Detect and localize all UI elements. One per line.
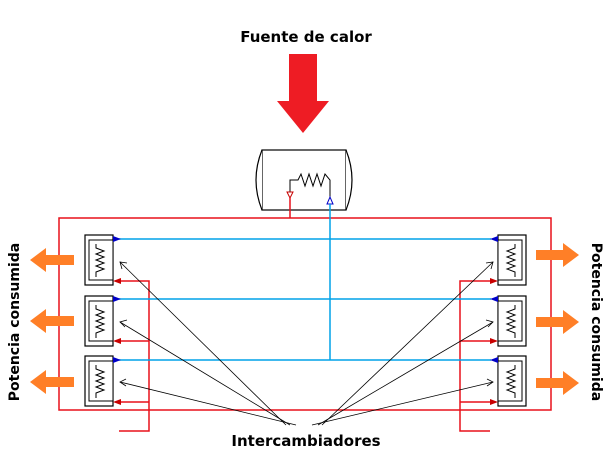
power-consumed-label-left: Potencia consumida [7, 243, 23, 402]
heat-input-arrow [277, 54, 329, 133]
exchanger-right-2 [490, 295, 527, 347]
power-output-arrows-right [536, 243, 579, 395]
power-consumed-label-right: Potencia consumida [588, 243, 604, 402]
exchanger-right-1 [490, 234, 527, 286]
exchanger-right-3 [490, 355, 527, 407]
exchanger-left-3 [84, 355, 121, 407]
exchanger-left-2 [84, 295, 121, 347]
exchanger-pointer-heads [119, 261, 494, 387]
return-circuit [58, 217, 552, 432]
supply-lines [119, 204, 491, 361]
exchanger-left-1 [84, 234, 121, 286]
exchanger-pointers [119, 261, 494, 426]
power-output-arrows-left [30, 248, 74, 394]
boiler [255, 149, 353, 218]
heat-source-label: Fuente de calor [240, 28, 372, 46]
exchangers-label: Intercambiadores [231, 432, 380, 450]
